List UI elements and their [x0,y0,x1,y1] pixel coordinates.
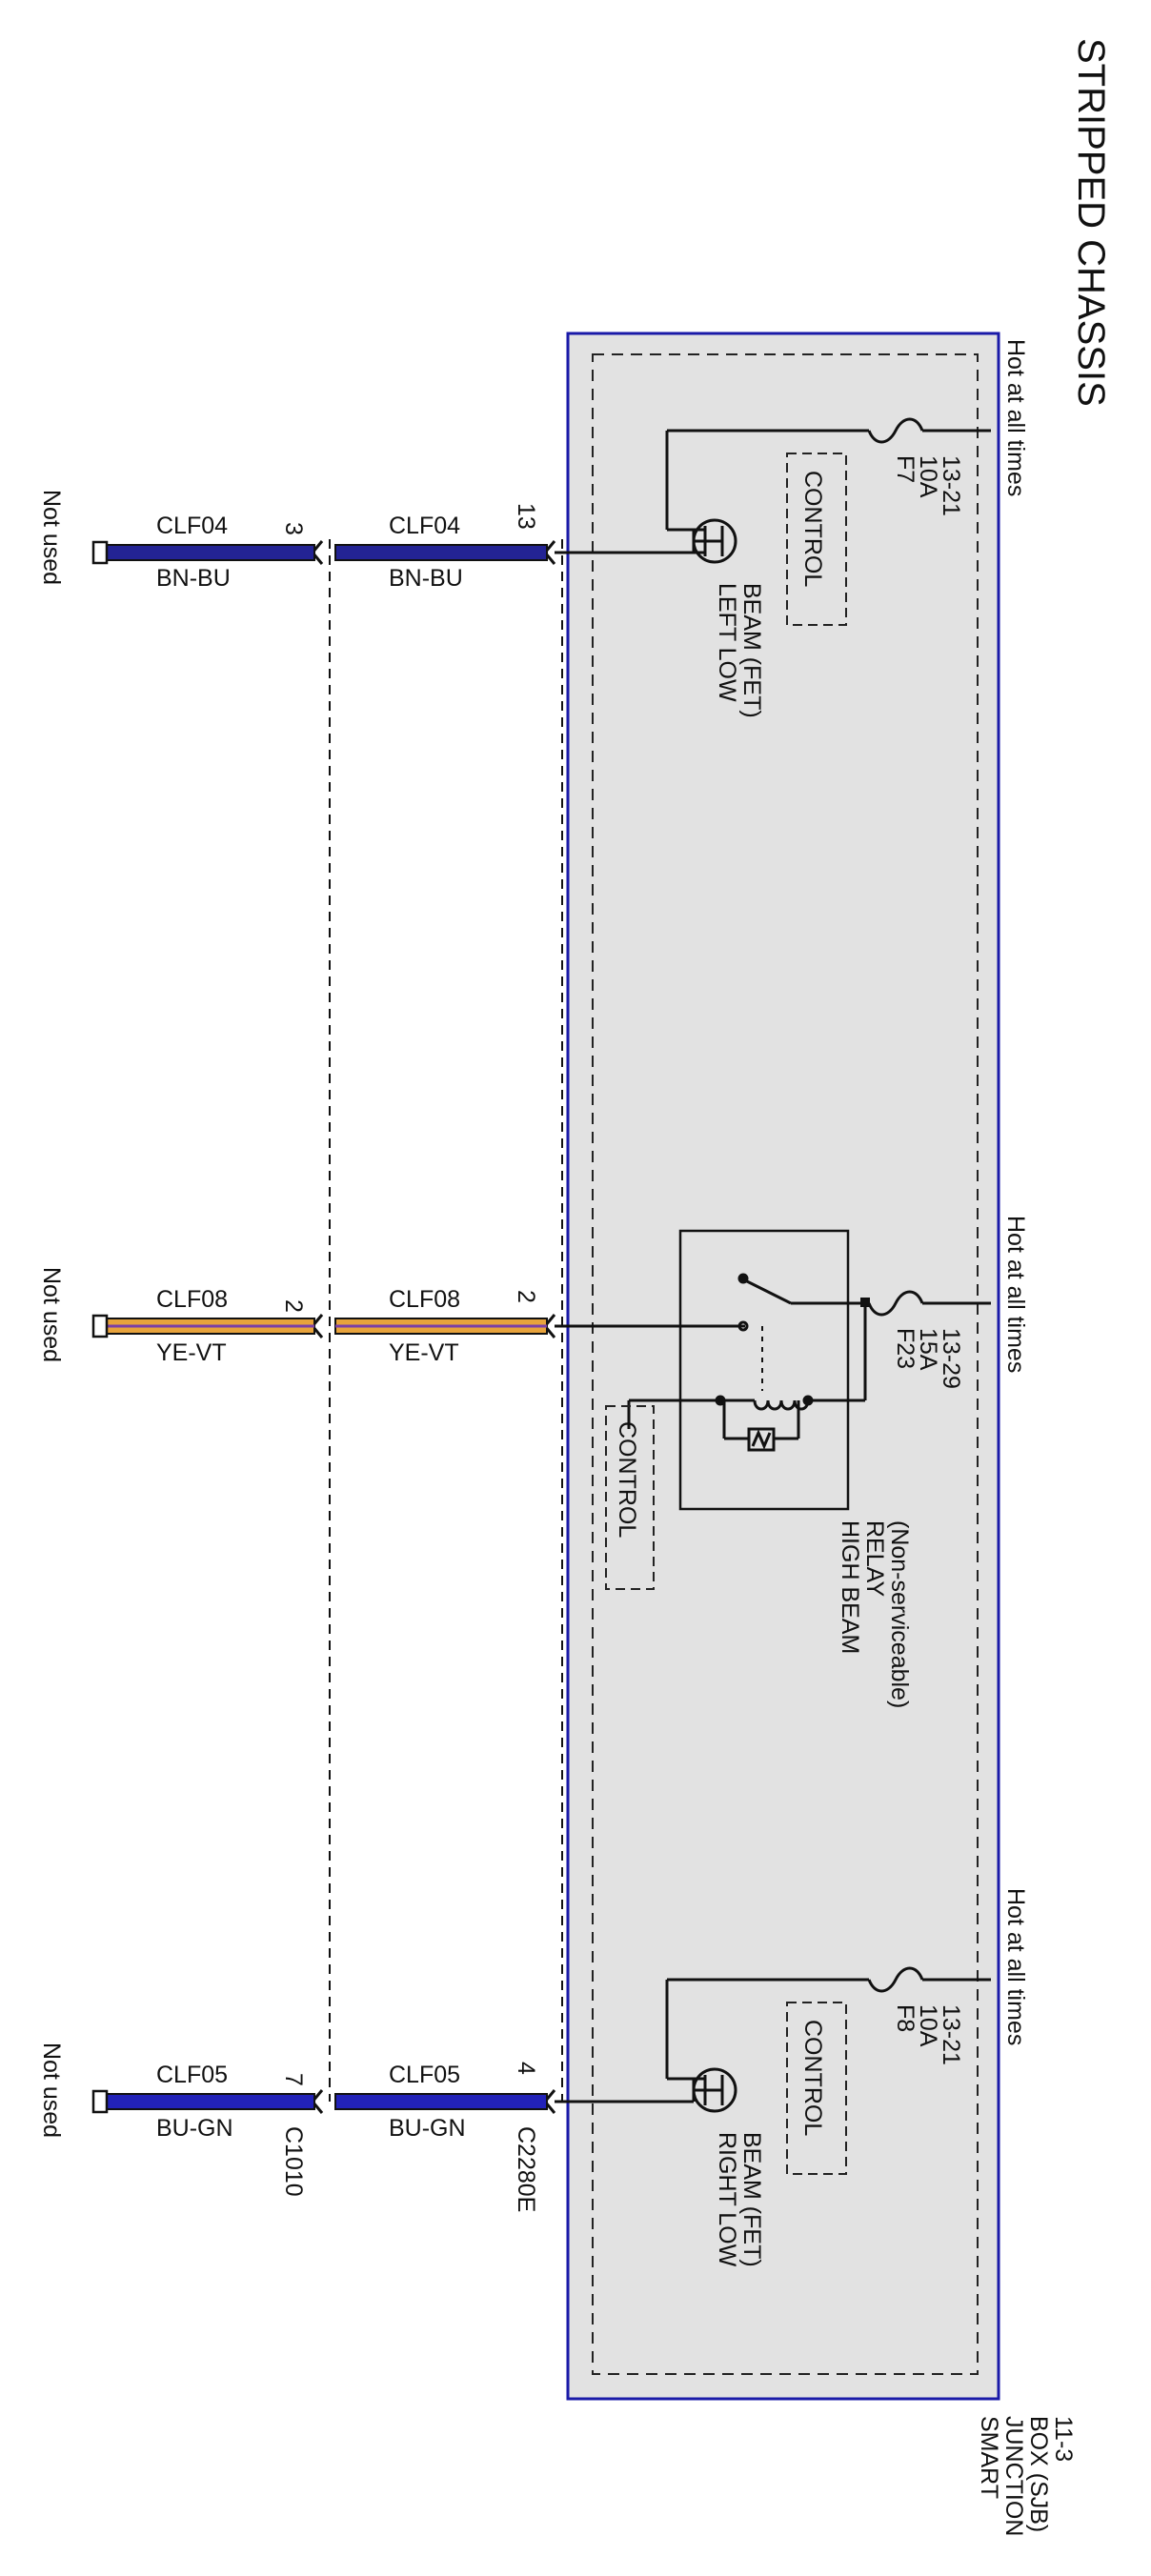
wire-clf04-circuit-sjb: CLF04 [389,513,460,539]
control-box-2 [605,1405,655,1590]
sjb-panel [566,332,1000,2401]
sjb-inner-boundary [592,353,979,2375]
wire-clf04: CLF04 BN-BU CLF04 BN-BU [102,513,548,592]
control-box-1 [786,453,847,626]
connector-c2280e: C2280E 13 2 4 [513,503,563,2212]
fuse-f23-name: F23 [892,1328,919,1369]
terminal-stubs [91,540,109,2114]
power-feed-label-1: Hot at all times [1002,339,1029,496]
high-beam-relay-label-line3: (Non-serviceable) [886,1520,913,1708]
wire-clf05-color-sjb: BU-GN [389,2115,466,2142]
control-label-3: CONTROL [799,2020,826,2136]
wire-clf05-circuit-sjb: CLF05 [389,2062,460,2088]
wire-clf04-seg-sjb [334,544,548,561]
connector-c1010-label: C1010 [280,2126,307,2197]
c1010-pin-clf08: 2 [280,1299,307,1313]
sjb-module: SMART JUNCTION BOX (SJB) 11-3 [566,332,1077,2543]
svg-text:HIGH BEAM RELAY (N: HIGH BEAM RELAY (Non-serviceable) [837,1520,913,1708]
svg-text:LEFT LOW BEAM (FET): LEFT LOW BEAM (FET) [714,583,765,718]
svg-text:SMART JUNCTION BOX: SMART JUNCTION BOX (SJB) 11-3 [976,2416,1077,2543]
right-low-beam-label-line2: BEAM (FET) [738,2132,765,2267]
fuse-f23-ref: 13-29 [938,1328,964,1389]
svg-text:F8 10A 13-21: F8 10A 13-21 [892,2004,964,2065]
wire-clf08: CLF08 YE-VT CLF08 YE-VT [102,1286,548,1366]
control-label-2: CONTROL [614,1421,640,1538]
wire-clf04-color-sjb: BN-BU [389,565,463,592]
svg-text:RIGHT LOW BEAM (FET): RIGHT LOW BEAM (FET) [714,2132,765,2273]
terminal-stub-clf05 [91,2089,109,2114]
fuse-f8-symbol [867,1966,924,1993]
branch-high-beam: Hot at all times F23 15A 13-29 [555,1216,1029,1708]
fuse-f7-symbol [867,417,924,444]
c1010-pin-clf04: 3 [280,522,307,535]
wire-clf05-circuit-end: CLF05 [156,2062,228,2088]
fuse-f23-symbol [867,1290,924,1317]
fuse-f7-name: F7 [892,455,919,483]
wire-clf04-seg-end [102,544,315,561]
power-feed-label-3: Hot at all times [1002,1888,1029,2045]
wire-clf08-color-end: YE-VT [156,1339,227,1366]
not-used-label-2: Not used [38,1267,65,1362]
not-used-label-3: Not used [38,2043,65,2138]
right-low-beam-fet-symbol [667,2067,737,2113]
connector-c1010: C1010 3 2 7 [280,522,331,2197]
sjb-label-line3: BOX (SJB) [1025,2416,1052,2532]
sjb-label-line4: 11-3 [1050,2416,1077,2462]
wire-clf04-circuit-end: CLF04 [156,513,228,539]
wire-clf05-seg-sjb [334,2093,548,2110]
power-feed-label-2: Hot at all times [1002,1216,1029,1373]
wire-clf08-color-sjb: YE-VT [389,1339,459,1366]
relay-switch-symbol [555,1273,792,1391]
c2280e-pin-clf05: 4 [513,2062,539,2075]
svg-text:F23 15A 13-29: F23 15A 13-29 [892,1328,964,1389]
diagram-title: STRIPPED CHASSIS [1070,38,1112,407]
wire-clf05-seg-end [102,2093,315,2110]
fuse-f7-rating: 10A [915,455,941,498]
fuse-f23-rating: 15A [915,1328,941,1371]
fuse-f8-name: F8 [892,2004,919,2032]
wire-clf08-circuit-sjb: CLF08 [389,1286,460,1313]
c2280e-pin-clf04: 13 [513,503,539,530]
c2280e-pin-clf08: 2 [513,1290,539,1303]
sjb-label-line2: JUNCTION [1000,2416,1027,2536]
wire-clf05-color-end: BU-GN [156,2115,233,2142]
svg-text:F7 10A 13-21: F7 10A 13-21 [892,455,964,516]
wire-clf04-color-end: BN-BU [156,565,231,592]
branch-left-low-beam: Hot at all times F7 10A 13-21 CONTROL LE… [555,339,1029,718]
fuse-f7-ref: 13-21 [938,455,964,516]
branch-right-low-beam: Hot at all times F8 10A 13-21 CONTROL RI… [555,1888,1029,2273]
control-box-3 [786,2002,847,2175]
high-beam-relay-box [678,1229,850,1511]
wire-clf05: CLF05 BU-GN CLF05 BU-GN [102,2062,548,2142]
control-label-1: CONTROL [799,471,826,587]
relay-coil-symbol [715,1395,814,1452]
fuse-f8-rating: 10A [915,2004,941,2047]
connector-c2280e-label: C2280E [513,2126,539,2212]
left-low-beam-label-line2: BEAM (FET) [738,583,765,718]
wire-clf08-circuit-end: CLF08 [156,1286,228,1313]
high-beam-relay-label-line2: RELAY [861,1520,888,1597]
sjb-label-line1: SMART [976,2416,1002,2499]
not-used-label-1: Not used [38,490,65,585]
right-low-beam-label-line1: RIGHT LOW [714,2132,740,2267]
c1010-pin-clf05: 7 [280,2073,307,2086]
terminal-stub-clf08 [91,1314,109,1338]
high-beam-relay-label-line1: HIGH BEAM [837,1520,863,1654]
terminal-stub-clf04 [91,540,109,565]
left-low-beam-label-line1: LEFT LOW [714,583,740,702]
fuse-f8-ref: 13-21 [938,2004,964,2065]
